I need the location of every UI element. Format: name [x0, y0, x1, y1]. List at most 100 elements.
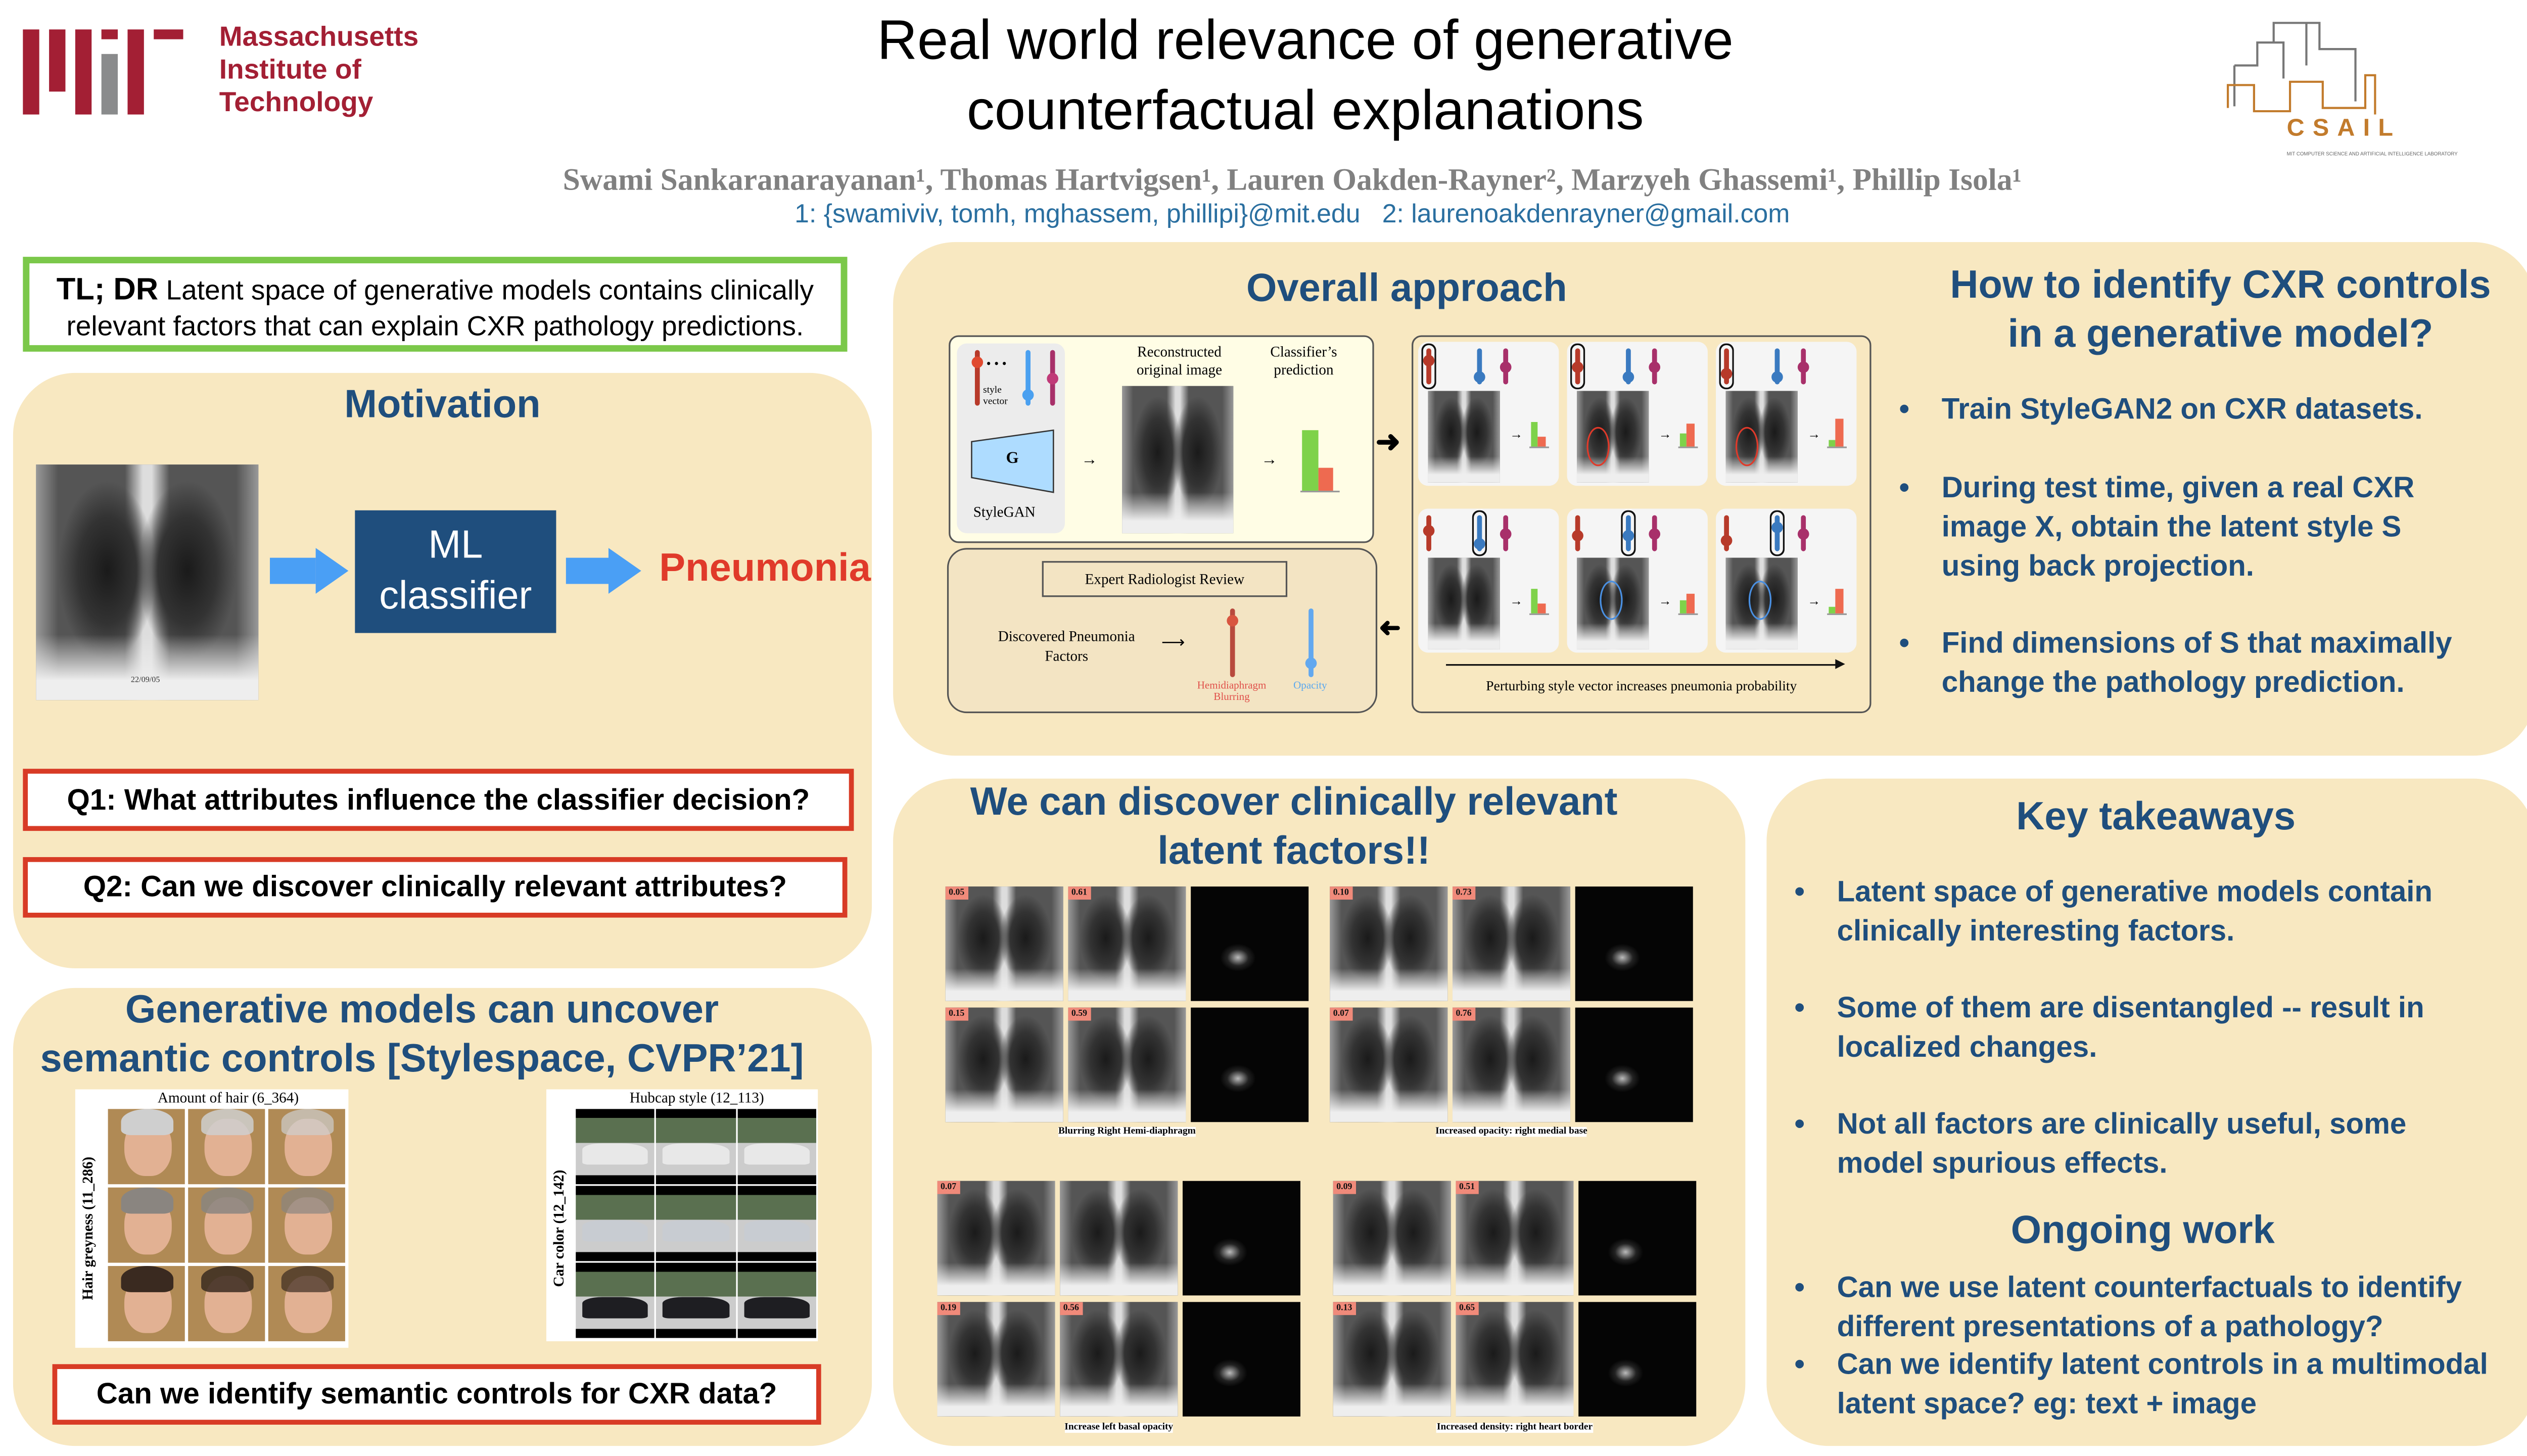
probability-label: 0.10 — [1330, 886, 1352, 900]
title-line2: counterfactual explanations — [966, 80, 1644, 143]
face-image — [188, 1109, 265, 1185]
probability-label: 0.05 — [945, 886, 968, 900]
prediction-bars — [1827, 414, 1847, 448]
result-xray: 0.59 — [1068, 1007, 1186, 1122]
caption-text: Blurring Right Hemi-diaphragm — [1058, 1126, 1196, 1137]
hair — [121, 1109, 174, 1135]
result-xray: 0.07 — [937, 1181, 1055, 1296]
arrow-right-icon — [315, 548, 349, 594]
stylegan-box: • • • style vector G StyleGAN → Reconstr… — [949, 335, 1374, 543]
reconstructed-xray — [1122, 386, 1234, 534]
car-image — [737, 1186, 816, 1261]
classifier-line2: classifier — [379, 574, 532, 619]
highlight-circle — [1586, 427, 1610, 466]
result-xray: 0.13 — [1333, 1302, 1451, 1417]
car-image — [737, 1109, 816, 1185]
hemidiaphragm-slider — [1227, 608, 1239, 677]
motivation-title: Motivation — [344, 383, 541, 427]
identify-title-line1: How to identify CXR controls — [1950, 263, 2491, 308]
face-figure-title: Amount of hair (6_364) — [157, 1089, 299, 1106]
mit-logo-line1: Massachusetts — [219, 21, 419, 53]
perturbation-card: → — [1567, 342, 1708, 486]
style-slider — [1572, 348, 1583, 385]
discover-title-line2: latent factors!! — [1157, 829, 1430, 874]
face-image — [108, 1266, 185, 1341]
long-arrow-icon — [1446, 664, 1839, 666]
style-slider — [1423, 348, 1435, 385]
car — [582, 1143, 649, 1164]
identify-bullet: Find dimensions of S that maximally chan… — [1899, 623, 2514, 701]
generator-shape — [971, 429, 1054, 493]
takeaways-title: Key takeaways — [2016, 794, 2296, 839]
prediction-bar-pneumonia — [1318, 467, 1334, 491]
style-slider — [1771, 515, 1783, 551]
identify-title-line2: in a generative model? — [2007, 312, 2434, 357]
arrow-right-icon: ⟶ — [1161, 634, 1185, 653]
prediction-bars — [1300, 419, 1340, 493]
car-image — [656, 1186, 736, 1261]
generator-label: G — [1006, 450, 1019, 468]
slider-knob — [1572, 530, 1583, 542]
question-1: Q1: What attributes influence the classi… — [23, 769, 854, 831]
car — [743, 1219, 810, 1241]
result-xray: 0.19 — [937, 1302, 1055, 1417]
discovered-label: Discovered Pneumonia Factors — [998, 628, 1135, 665]
title-line1: Real world relevance of generative — [877, 10, 1734, 72]
mit-logo: Massachusetts Institute of Technology — [23, 21, 448, 121]
face-figure: Amount of hair (6_364) Hair greyness (11… — [75, 1089, 349, 1348]
takeaway-bullet: Not all factors are clinically useful, s… — [1794, 1104, 2492, 1183]
hair — [282, 1109, 335, 1135]
prediction-bar-healthy — [1530, 589, 1538, 614]
slider-knob — [1797, 361, 1809, 373]
identify-bullet: Train StyleGAN2 on CXR datasets. — [1899, 389, 2514, 429]
generative-title-line1: Generative models can uncover — [125, 988, 719, 1032]
prediction-bars — [1678, 581, 1698, 615]
car — [582, 1296, 649, 1318]
prediction-label: Classifier’s prediction — [1270, 343, 1337, 378]
factor-hemidiaphragm: Hemidiaphragm Blurring — [1197, 680, 1267, 703]
car-image — [576, 1262, 655, 1338]
difference-map — [1191, 886, 1309, 1001]
arrow-right-icon: → — [1658, 593, 1672, 608]
face-image — [268, 1266, 345, 1341]
perturbation-card: → — [1418, 508, 1559, 653]
style-slider — [1771, 348, 1783, 385]
expert-review-label: Expert Radiologist Review — [1042, 561, 1288, 597]
review-box: Expert Radiologist Review Discovered Pne… — [947, 548, 1378, 714]
result-caption: Blurring Right Hemi-diaphragm — [946, 1126, 1309, 1137]
classifier-line1: ML — [428, 523, 483, 568]
prediction-bar-pneumonia — [1538, 603, 1547, 614]
identify-bullet: During test time, given a real CXR image… — [1899, 468, 2482, 586]
probability-label: 0.19 — [937, 1302, 960, 1316]
prediction-bar-pneumonia — [1538, 437, 1547, 447]
discover-title: We can discover clinically relevant late… — [893, 779, 1695, 877]
pneumonia-output: Pneumonia — [659, 546, 871, 591]
ongoing-bullet: Can we use latent counterfactuals to ide… — [1794, 1267, 2527, 1346]
slider-knob — [1423, 525, 1435, 537]
ongoing-bullet: Can we identify latent controls in a mul… — [1794, 1344, 2524, 1423]
car-image — [656, 1262, 736, 1338]
car-image — [737, 1262, 816, 1338]
car — [743, 1296, 810, 1318]
slider-knob — [1474, 538, 1485, 550]
difference-map — [1575, 886, 1693, 1001]
caption-text: Increase left basal opacity — [1064, 1423, 1174, 1433]
result-xray: 0.73 — [1453, 886, 1571, 1001]
prediction-bar-pneumonia — [1687, 424, 1695, 447]
difference-map — [1182, 1181, 1301, 1296]
style-vector-label: style vector — [983, 386, 1008, 407]
takeaway-bullet: Some of them are disentangled -- result … — [1794, 988, 2508, 1066]
perturbed-xray — [1428, 391, 1500, 483]
style-slider — [1474, 515, 1485, 551]
reconstructed-label: Reconstructed original image — [1136, 343, 1223, 378]
result-xray: 0.61 — [1068, 886, 1186, 1001]
hair — [282, 1266, 335, 1292]
prediction-bar-healthy — [1828, 440, 1836, 447]
question-2: Q2: Can we discover clinically relevant … — [23, 857, 848, 918]
mit-logo-line3: Technology — [219, 86, 373, 118]
car-figure: Hubcap style (12_113) Car color (12_142) — [546, 1089, 818, 1341]
prediction-bar-pneumonia — [1687, 593, 1695, 614]
result-xray: 0.07 — [1330, 1007, 1448, 1122]
prediction-bar-healthy — [1679, 600, 1688, 614]
